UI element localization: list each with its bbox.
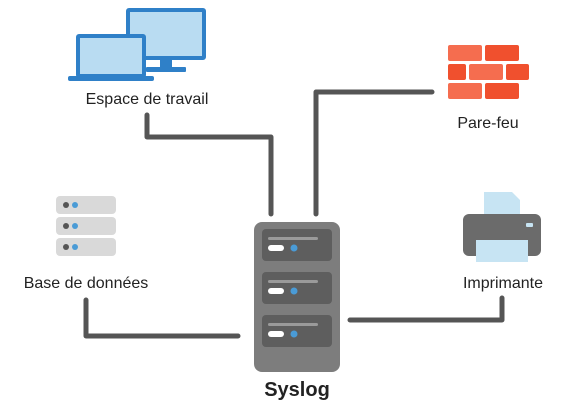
connector-printer [347,295,505,323]
connector-workspace [144,112,274,217]
connector-firewall [313,89,435,217]
connector-database [83,297,241,339]
database-label: Base de données [23,275,149,292]
database-server-icon [56,196,116,256]
syslog-label: Syslog [264,379,330,401]
computer-monitors-icon [68,8,206,81]
printer-label: Imprimante [462,275,544,292]
server-rack-icon [254,222,340,372]
firewall-label: Pare-feu [457,115,519,132]
workspace-label: Espace de travail [85,91,209,108]
brick-wall-firewall-icon [448,45,529,99]
printer-icon [463,192,541,262]
